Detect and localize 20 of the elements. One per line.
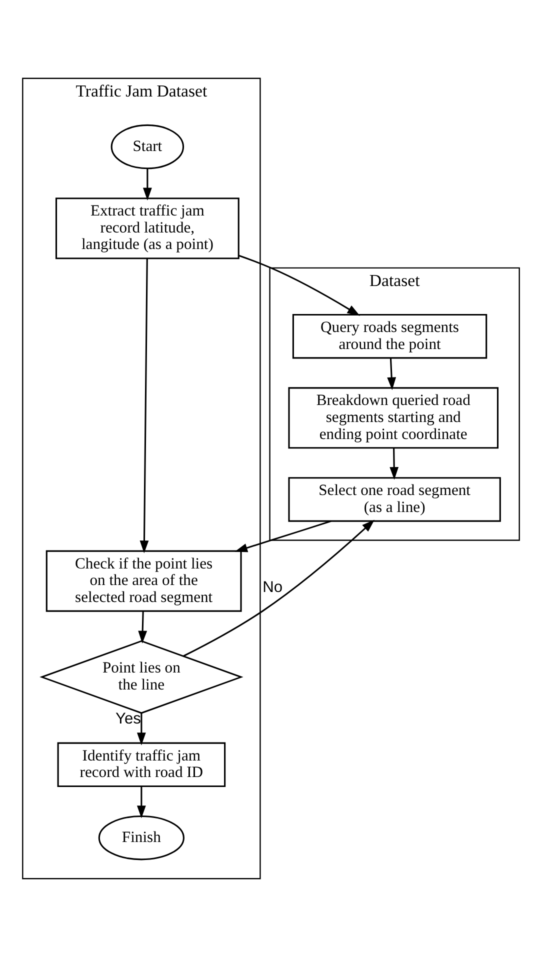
arrow xyxy=(183,519,375,656)
edge-label: No xyxy=(262,578,283,596)
node-box: Query roads segments around the point xyxy=(292,313,488,358)
arrow xyxy=(238,254,360,316)
node-box: Identify traffic jam record with road ID xyxy=(57,742,226,786)
arrow xyxy=(234,520,332,552)
node-ellipse: Start xyxy=(110,124,184,169)
node-box: Breakdown queried road segments starting and ending point coordinate xyxy=(288,386,499,448)
arrow xyxy=(142,168,152,200)
arrow xyxy=(390,448,399,480)
node-diamond: Point lies on the line xyxy=(40,640,244,714)
arrow xyxy=(138,610,148,644)
node-box: Select one road segment (as a line) xyxy=(288,476,501,522)
arrow xyxy=(136,786,146,818)
arrow xyxy=(136,712,146,745)
node-ellipse: Finish xyxy=(98,814,184,860)
arrow xyxy=(140,258,149,553)
arrow xyxy=(387,358,396,390)
node-box: Check if the point lies on the area of the selected road segment xyxy=(46,550,242,612)
node-box: Extract traffic jam record latitude, langitude (as a point) xyxy=(55,197,240,259)
